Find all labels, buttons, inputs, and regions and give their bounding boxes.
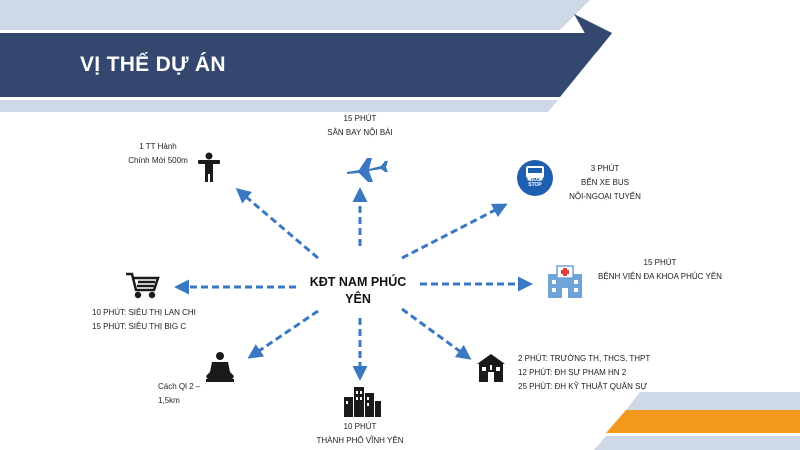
admin-label: 1 TT Hành Chính Mới 500m (118, 140, 198, 168)
arrow-southeast (401, 307, 472, 360)
header-accent-triangle (574, 14, 612, 53)
city-label: 10 PHÚT THÀNH PHỐ VĨNH YÊN (310, 420, 410, 448)
hospital-icon (548, 265, 582, 298)
admin-line2: Chính Mới 500m (128, 156, 188, 165)
center-label: KĐT NAM PHÚC YÊN (288, 274, 428, 308)
school-line3: 25 PHÚT: ĐH KỸ THUẬT QUÂN SỰ (518, 382, 648, 391)
header-light-underline (0, 100, 558, 112)
admin-line1: 1 TT Hành (139, 142, 177, 151)
arrow-northwest (235, 188, 319, 260)
school-label: 2 PHÚT: TRƯỜNG TH, THCS, THPT 12 PHÚT: Đ… (518, 352, 650, 394)
bus-stop-badge: BUS STOP (520, 178, 550, 188)
hospital-place: BỆNH VIỆN ĐA KHOA PHÚC YÊN (598, 272, 722, 281)
header-band (0, 0, 612, 112)
airport-label: 15 PHÚT SÂN BAY NỘI BÀI (310, 112, 410, 140)
hospital-time: 15 PHÚT (643, 258, 677, 267)
highway-label: Cách Ql 2 – 1,5km (158, 380, 200, 408)
hospital-label: 15 PHÚT BỆNH VIỆN ĐA KHOA PHÚC YÊN (595, 256, 725, 284)
bus-stop-icon (517, 160, 553, 196)
bus-badge-bottom: STOP (528, 182, 542, 188)
market-line2: 15 PHÚT: SIÊU THỊ BIG C (92, 322, 187, 331)
city-buildings-icon (344, 387, 381, 417)
header-light-stripe (0, 0, 590, 30)
school-icon (477, 354, 505, 382)
center-label-line1: KĐT NAM PHÚC (309, 275, 407, 289)
airport-place: SÂN BAY NỘI BÀI (327, 128, 393, 137)
page-title: VỊ THẾ DỰ ÁN (80, 53, 226, 76)
arrow-southwest (247, 309, 319, 359)
header-navy-bar (0, 33, 612, 97)
airplane-icon (347, 158, 388, 182)
road-icon (206, 352, 234, 382)
school-line1: 2 PHÚT: TRƯỜNG TH, THCS, THPT (518, 354, 651, 363)
bus-place-detail: NỘI-NGOẠI TUYẾN (569, 192, 641, 201)
city-place: THÀNH PHỐ VĨNH YÊN (316, 436, 404, 445)
airport-time: 15 PHÚT (343, 114, 377, 123)
school-line2: 12 PHÚT: ĐH SƯ PHẠM HN 2 (518, 368, 627, 377)
highway-line2: 1,5km (158, 396, 180, 405)
market-line1: 10 PHÚT: SIÊU THỊ LAN CHI (92, 308, 196, 317)
bus-badge-top: BUS (529, 177, 541, 183)
shopping-cart-icon (126, 272, 160, 299)
bus-time: 3 PHÚT (590, 164, 620, 173)
center-label-line2: YÊN (345, 292, 371, 306)
arrow-northeast (401, 203, 508, 260)
bus-label: 3 PHÚT BẾN XE BUS NỘI-NGOẠI TUYẾN (560, 162, 650, 204)
government-icon (198, 152, 220, 182)
highway-line1: Cách Ql 2 – (158, 382, 201, 391)
bus-place: BẾN XE BUS (580, 178, 629, 187)
market-label: 10 PHÚT: SIÊU THỊ LAN CHI 15 PHÚT: SIÊU … (92, 306, 196, 334)
city-time: 10 PHÚT (343, 422, 377, 431)
